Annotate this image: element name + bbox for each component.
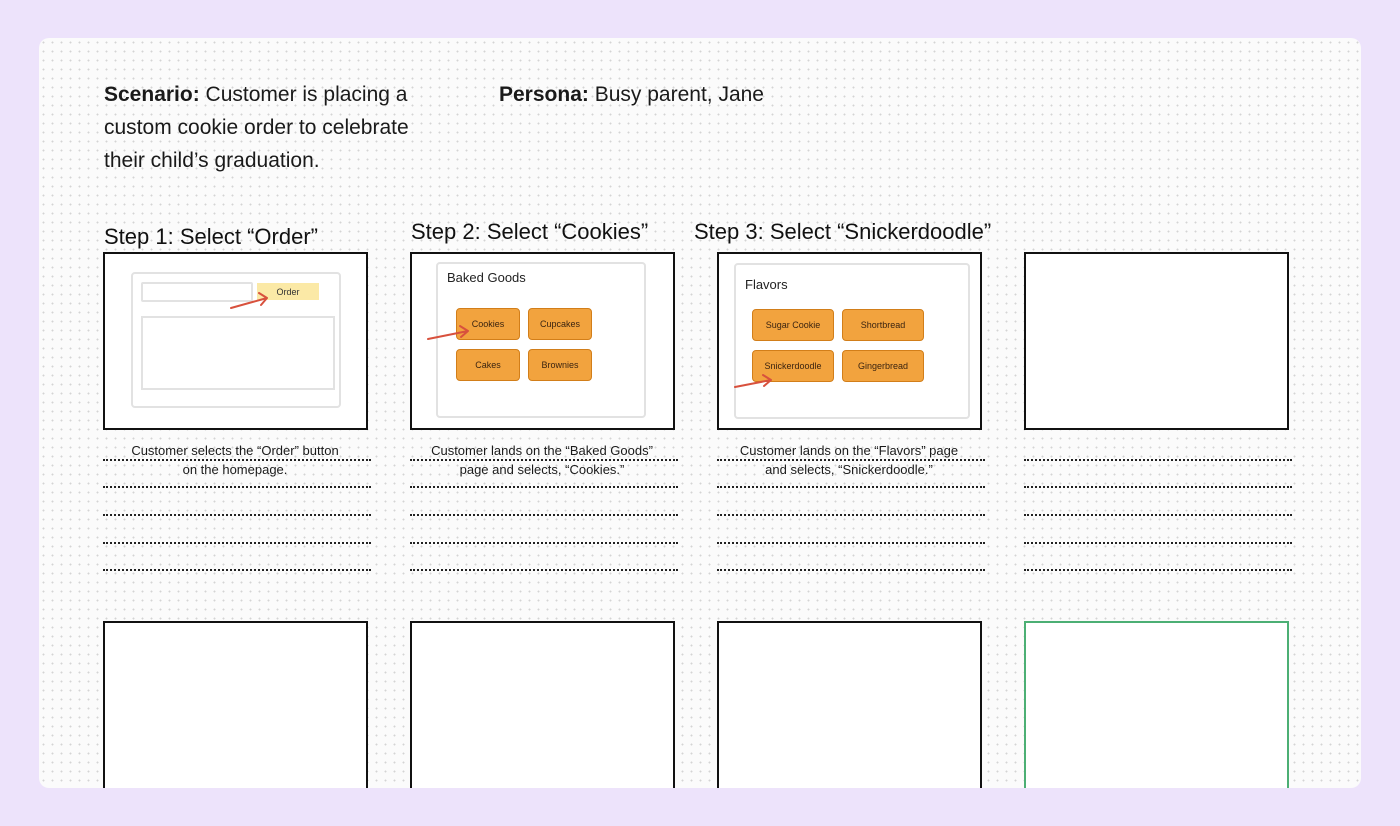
step-2-frame[interactable]: Baked Goods Cookies Cupcakes Cakes Brown…	[410, 252, 675, 430]
flavors-title: Flavors	[745, 277, 788, 292]
persona-value: Busy parent, Jane	[588, 83, 764, 106]
step-2-caption: Customer lands on the “Baked Goods” page…	[408, 441, 676, 479]
dotted-line	[410, 459, 678, 461]
step-2-caption-line-1: Customer lands on the “Baked Goods”	[431, 443, 653, 458]
step-1-caption-line-1: Customer selects the “Order” button	[131, 443, 339, 458]
dotted-line	[717, 459, 985, 461]
step-2-caption-line-2: page and selects, “Cookies.”	[459, 462, 625, 477]
dotted-line	[410, 486, 678, 488]
step-3-frame[interactable]: Flavors Sugar Cookie Shortbread Snickerd…	[717, 252, 982, 430]
step-5-frame[interactable]	[103, 621, 368, 788]
step-7-frame[interactable]	[717, 621, 982, 788]
dotted-line	[103, 542, 371, 544]
gingerbread-button: Gingerbread	[842, 350, 924, 382]
dotted-line	[410, 542, 678, 544]
dotted-line	[410, 514, 678, 516]
scenario-label: Scenario:	[104, 83, 200, 106]
step-1-title: Step 1: Select “Order”	[104, 224, 318, 249]
step-8-frame-selected[interactable]	[1024, 621, 1289, 788]
dotted-line	[103, 569, 371, 571]
brownies-button: Brownies	[528, 349, 592, 381]
persona-label: Persona:	[499, 83, 589, 106]
cupcakes-button: Cupcakes	[528, 308, 592, 340]
flavors-wireframe: Flavors Sugar Cookie Shortbread Snickerd…	[734, 263, 970, 419]
dotted-line	[717, 569, 985, 571]
dotted-line	[1024, 542, 1292, 544]
step-1-caption-line-2: on the homepage.	[182, 462, 288, 477]
dotted-line	[717, 486, 985, 488]
persona-text: Persona: Busy parent, Jane	[499, 78, 764, 111]
sugar-cookie-button: Sugar Cookie	[752, 309, 834, 341]
dotted-line	[1024, 569, 1292, 571]
step-3-caption-line-1: Customer lands on the “Flavors” page	[739, 443, 959, 458]
scenario-line-1: Customer is placing a	[199, 83, 408, 106]
dotted-line	[717, 542, 985, 544]
dotted-line	[103, 514, 371, 516]
baked-goods-title: Baked Goods	[447, 270, 526, 285]
order-button-wireframe: Order	[257, 283, 319, 300]
dotted-line	[103, 459, 371, 461]
content-area-wireframe	[141, 316, 335, 390]
step-3-caption-line-2: and selects, “Snickerdoodle.”	[765, 462, 933, 477]
arrow-icon	[427, 325, 469, 340]
dotted-line	[1024, 486, 1292, 488]
step-6-frame[interactable]	[410, 621, 675, 788]
arrow-icon	[734, 374, 772, 388]
step-3-caption: Customer lands on the “Flavors” page and…	[715, 441, 983, 479]
scenario-line-3: their child’s graduation.	[104, 149, 320, 172]
dotted-line	[1024, 514, 1292, 516]
step-1-frame[interactable]: Order	[103, 252, 368, 430]
search-bar-wireframe	[141, 282, 253, 302]
dotted-line	[103, 486, 371, 488]
step-2-title: Step 2: Select “Cookies”	[411, 219, 649, 244]
dotted-line	[717, 514, 985, 516]
dotted-line	[410, 569, 678, 571]
step-3-title: Step 3: Select “Snickerdoodle”	[694, 219, 992, 244]
dotted-line	[1024, 459, 1292, 461]
shortbread-button: Shortbread	[842, 309, 924, 341]
storyboard-canvas: Scenario: Customer is placing a custom c…	[39, 38, 1361, 788]
cakes-button: Cakes	[456, 349, 520, 381]
scenario-line-2: custom cookie order to celebrate	[104, 116, 409, 139]
step-4-frame[interactable]	[1024, 252, 1289, 430]
homepage-wireframe: Order	[131, 272, 341, 408]
scenario-text: Scenario: Customer is placing a custom c…	[104, 78, 464, 177]
arrow-icon	[230, 292, 268, 309]
baked-goods-wireframe: Baked Goods Cookies Cupcakes Cakes Brown…	[436, 262, 646, 418]
cookies-button: Cookies	[456, 308, 520, 340]
step-1-caption: Customer selects the “Order” button on t…	[101, 441, 369, 479]
